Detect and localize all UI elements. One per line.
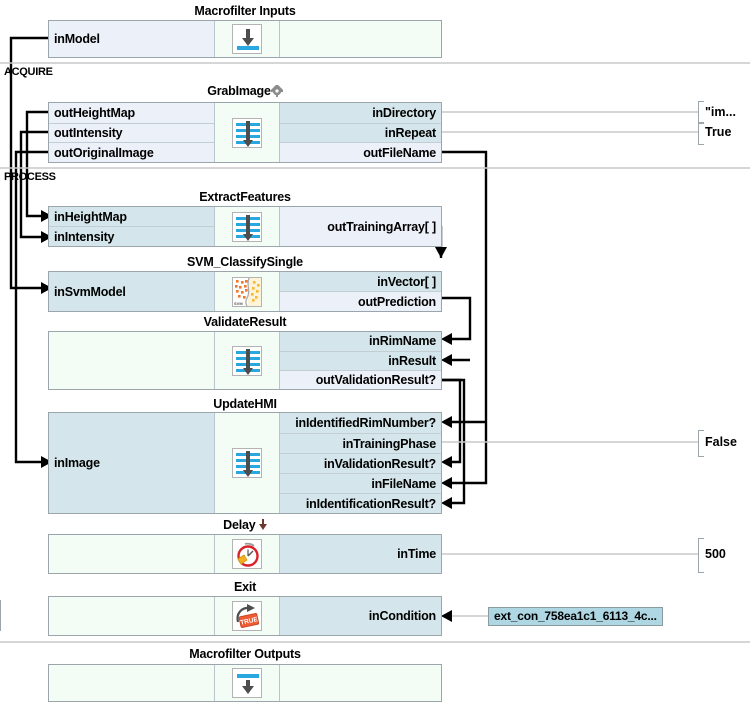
macrofilter-outputs-block[interactable] bbox=[48, 664, 442, 702]
macrofilter-input-icon-cell bbox=[214, 21, 280, 57]
arrow-down-icon bbox=[256, 519, 267, 533]
validateresult-title: ValidateResult bbox=[203, 315, 287, 329]
const-intrainingphase[interactable]: False bbox=[705, 435, 737, 449]
macrofilter-inputs-block[interactable]: inModel bbox=[48, 20, 442, 58]
grabimage-title: GrabImage bbox=[48, 83, 442, 100]
svm-icon: SVM bbox=[232, 276, 262, 307]
const-inrepeat[interactable]: True bbox=[705, 125, 732, 139]
macrofilter-output-icon bbox=[232, 668, 262, 698]
filter-icon bbox=[232, 117, 262, 148]
port-incondition[interactable]: inCondition bbox=[280, 597, 441, 635]
filter-icon bbox=[232, 211, 262, 242]
port-outvalidationresult[interactable]: outValidationResult? bbox=[280, 369, 441, 389]
section-label-acquire: ACQUIRE bbox=[4, 66, 53, 78]
validateresult-icon-cell bbox=[214, 332, 280, 389]
port-outheightmap[interactable]: outHeightMap bbox=[49, 103, 214, 123]
port-inidentificationresult[interactable]: inIdentificationResult? bbox=[280, 493, 441, 513]
const-indirectory[interactable]: "im... bbox=[705, 105, 736, 119]
updatehmi-title: UpdateHMI bbox=[213, 397, 277, 411]
grabimage-block[interactable]: outHeightMap outIntensity outOriginalIma… bbox=[48, 102, 442, 163]
macrofilter-inputs-right-blank bbox=[280, 21, 441, 57]
port-outintensity[interactable]: outIntensity bbox=[49, 122, 214, 143]
port-inidentifiedrimnumber[interactable]: inIdentifiedRimNumber? bbox=[280, 413, 441, 433]
macrofilter-input-icon bbox=[232, 24, 262, 54]
svm-icon-cell: SVM bbox=[214, 272, 280, 311]
section-label-process: PROCESS bbox=[4, 171, 56, 183]
extractfeatures-title: ExtractFeatures bbox=[199, 190, 291, 204]
bracket-incondition-left bbox=[0, 600, 5, 631]
svm-icon-label: SVM bbox=[234, 300, 243, 306]
port-inmodel[interactable]: inModel bbox=[49, 21, 214, 57]
macrofilter-inputs-title: Macrofilter Inputs bbox=[194, 4, 296, 18]
macrofilter-outputs-left-blank bbox=[49, 665, 214, 701]
delay-left-blank bbox=[49, 535, 214, 573]
exit-icon-cell: TRUE bbox=[214, 597, 280, 635]
port-invalidationresult[interactable]: inValidationResult? bbox=[280, 453, 441, 473]
bracket-intrainingphase bbox=[698, 430, 704, 457]
exit-block[interactable]: TRUE inCondition bbox=[48, 596, 442, 636]
macrofilter-outputs-title: Macrofilter Outputs bbox=[189, 647, 301, 661]
validateresult-block[interactable]: inRimName inResult outValidationResult? bbox=[48, 331, 442, 390]
bracket-inrepeat bbox=[698, 122, 704, 145]
bracket-indirectory bbox=[698, 101, 704, 124]
updatehmi-icon-cell bbox=[214, 413, 280, 513]
extractfeatures-block[interactable]: inHeightMap inIntensity outTrainingArray… bbox=[48, 206, 442, 247]
port-outprediction[interactable]: outPrediction bbox=[280, 291, 441, 311]
port-indirectory[interactable]: inDirectory bbox=[280, 103, 441, 123]
exit-title: Exit bbox=[233, 580, 257, 594]
grabimage-icon-cell bbox=[214, 103, 280, 162]
exit-left-blank bbox=[49, 597, 214, 635]
port-inresult[interactable]: inResult bbox=[280, 350, 441, 370]
port-inrepeat[interactable]: inRepeat bbox=[280, 122, 441, 143]
const-incondition[interactable]: ext_con_758ea1c1_6113_4c... bbox=[488, 607, 663, 626]
validateresult-left-blank bbox=[49, 332, 214, 389]
filter-icon bbox=[232, 448, 262, 478]
port-intrainingphase[interactable]: inTrainingPhase bbox=[280, 433, 441, 453]
bracket-intime bbox=[698, 538, 704, 573]
port-infilename[interactable]: inFileName bbox=[280, 473, 441, 493]
exit-true-icon: TRUE bbox=[232, 601, 262, 631]
svm-classifysingle-title: SVM_ClassifySingle bbox=[187, 255, 303, 269]
delay-block[interactable]: inTime bbox=[48, 534, 442, 574]
grabimage-title-text: GrabImage bbox=[207, 84, 271, 98]
port-intime[interactable]: inTime bbox=[280, 535, 441, 573]
svg-text:TRUE: TRUE bbox=[240, 616, 259, 627]
gear-icon[interactable] bbox=[269, 83, 284, 100]
macrofilter-output-icon-cell bbox=[214, 665, 280, 701]
extractfeatures-icon-cell bbox=[214, 207, 280, 246]
delay-title-text: Delay bbox=[223, 518, 256, 532]
delay-title: Delay bbox=[48, 518, 442, 533]
svm-classifysingle-block[interactable]: inSvmModel bbox=[48, 271, 442, 312]
port-inrimname[interactable]: inRimName bbox=[280, 332, 441, 351]
port-insvmmodel[interactable]: inSvmModel bbox=[49, 272, 214, 311]
port-invector[interactable]: inVector[ ] bbox=[280, 272, 441, 292]
filter-icon bbox=[232, 345, 262, 376]
clock-icon bbox=[232, 539, 262, 569]
port-outoriginalimage[interactable]: outOriginalImage bbox=[49, 142, 214, 162]
port-outtrainingarray[interactable]: outTrainingArray[ ] bbox=[280, 207, 441, 246]
macrofilter-outputs-right-blank bbox=[280, 665, 441, 701]
port-inintensity[interactable]: inIntensity bbox=[49, 226, 214, 246]
const-intime[interactable]: 500 bbox=[705, 547, 726, 561]
port-inimage[interactable]: inImage bbox=[49, 413, 214, 513]
updatehmi-block[interactable]: inImage inIdentifiedRimNumber? inTrainin… bbox=[48, 412, 442, 514]
port-outfilename[interactable]: outFileName bbox=[280, 142, 441, 162]
port-inheightmap[interactable]: inHeightMap bbox=[49, 207, 214, 227]
delay-icon-cell bbox=[214, 535, 280, 573]
